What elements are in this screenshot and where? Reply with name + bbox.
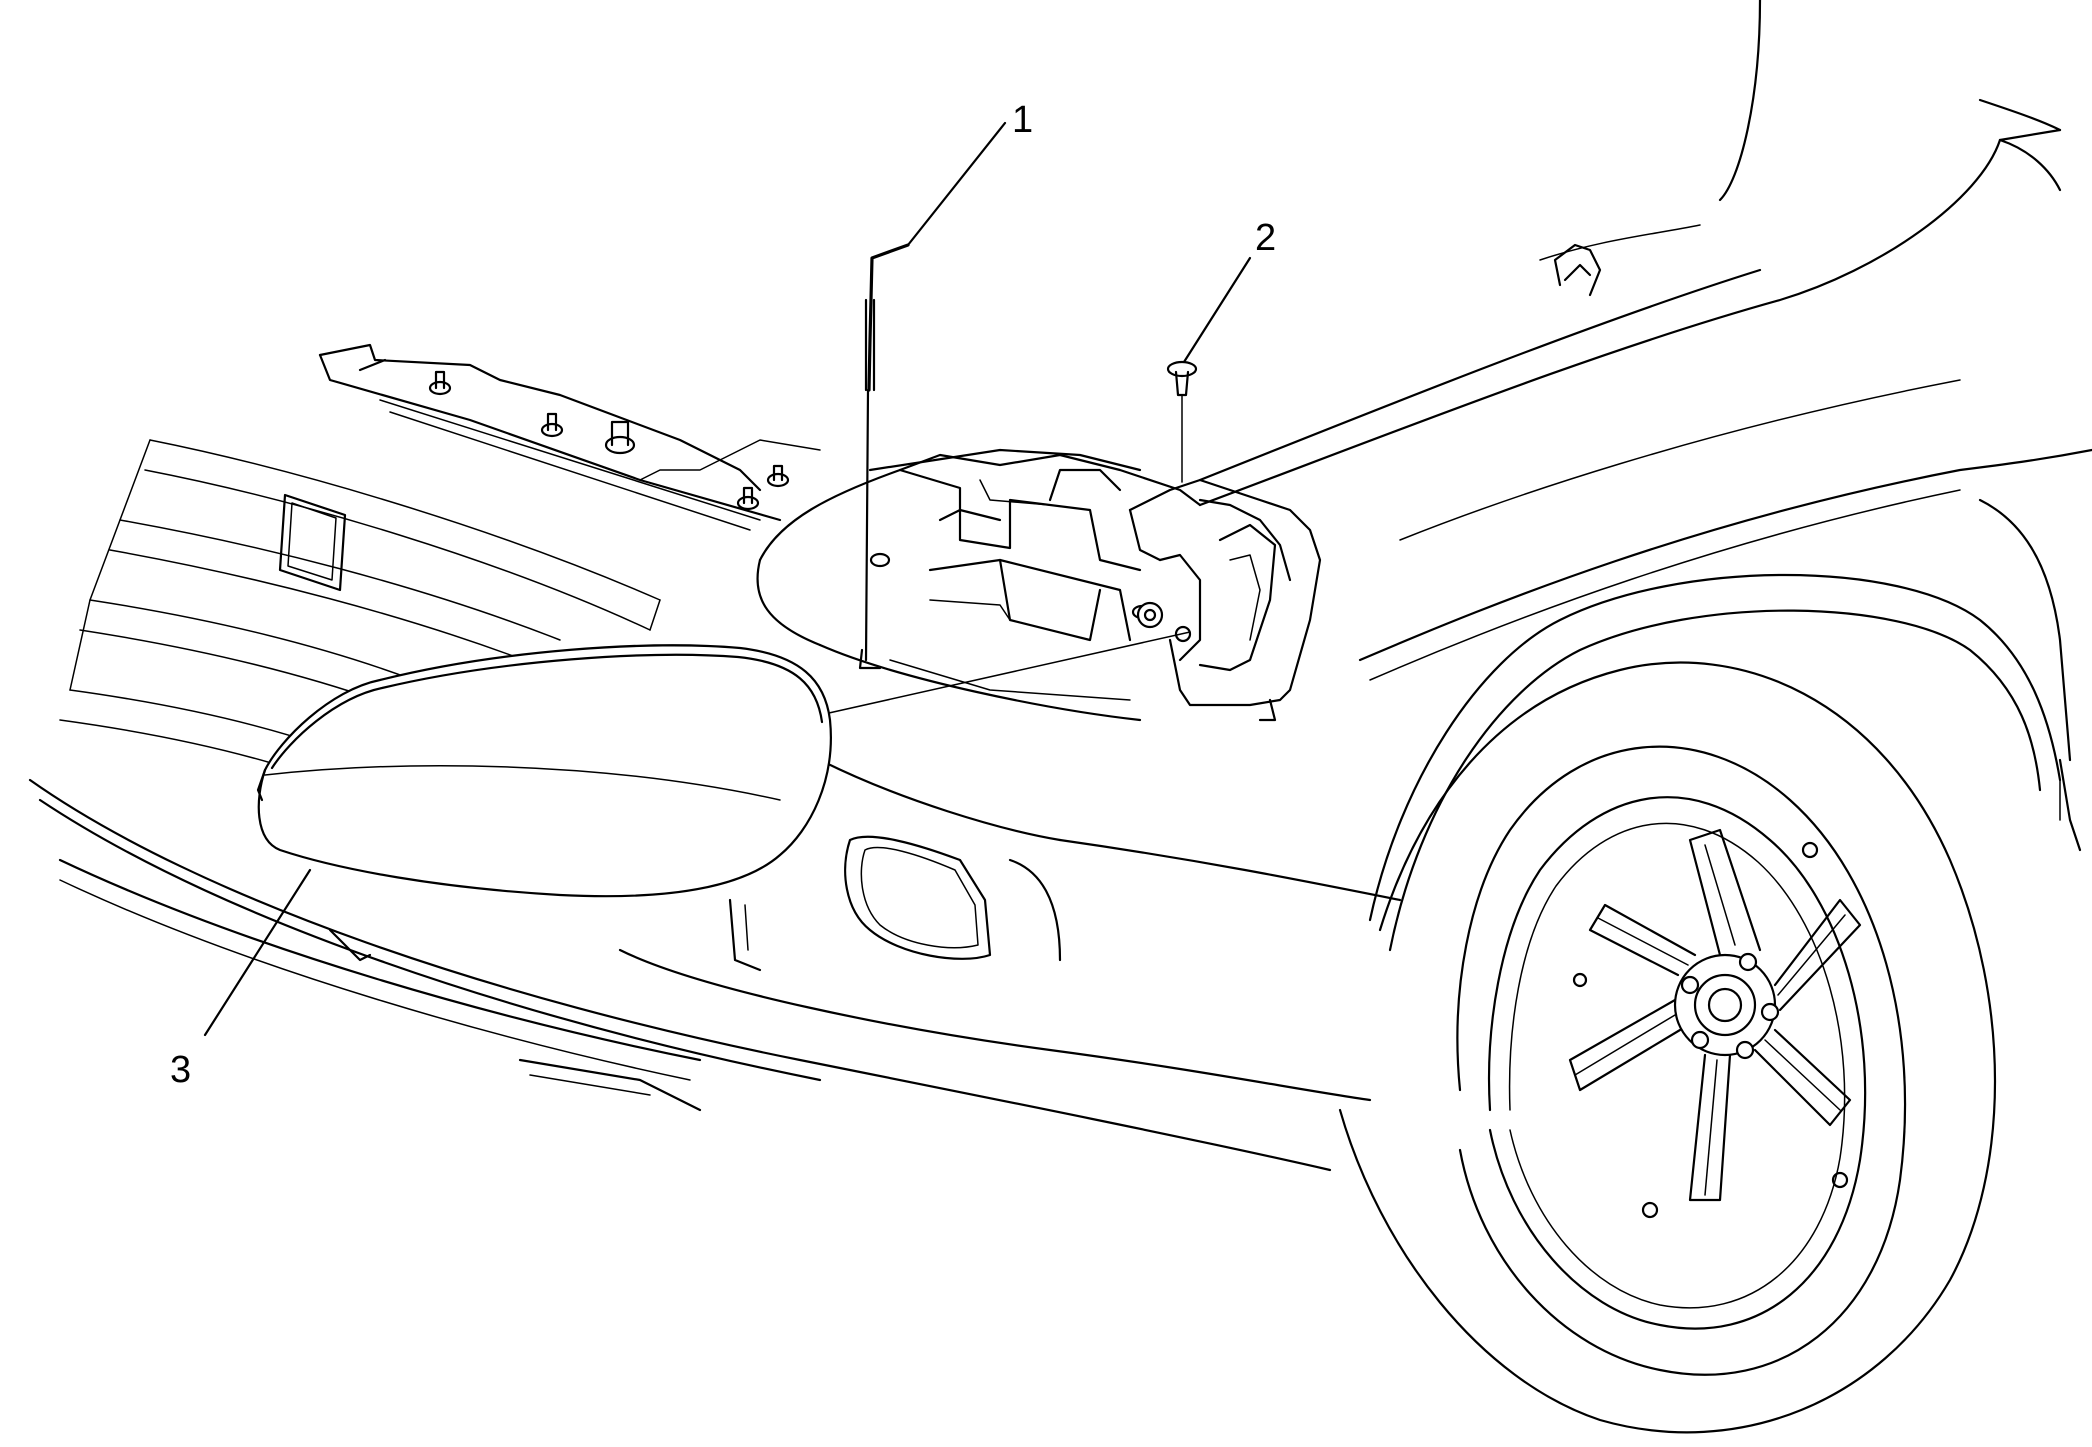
front-wheel — [1338, 661, 1997, 1434]
stud — [736, 486, 760, 511]
bracket-bolt — [869, 552, 891, 568]
stud — [766, 464, 790, 488]
leader-line-2 — [1182, 256, 1252, 364]
leader-line-1 — [906, 121, 1007, 247]
push-pin-retainer — [1166, 360, 1198, 483]
callout-label-1: 1 — [1012, 99, 1033, 141]
stud — [604, 420, 636, 455]
hood-prop-rod — [858, 243, 910, 670]
front-fender — [1198, 0, 2092, 952]
front-bumper-fascia — [28, 758, 1402, 1172]
front-grille — [59, 439, 661, 776]
stud — [540, 412, 564, 438]
headlamp-assembly — [256, 644, 832, 898]
headlamp-opening — [756, 448, 1202, 722]
leader-line-3 — [203, 868, 312, 1037]
stud — [428, 370, 452, 396]
lamp-mount-bracket — [819, 478, 1322, 722]
callout-label-3: 3 — [170, 1049, 191, 1091]
callout-leaders — [203, 121, 1252, 1037]
radiator-support — [318, 343, 821, 531]
callout-label-2: 2 — [1255, 217, 1276, 259]
